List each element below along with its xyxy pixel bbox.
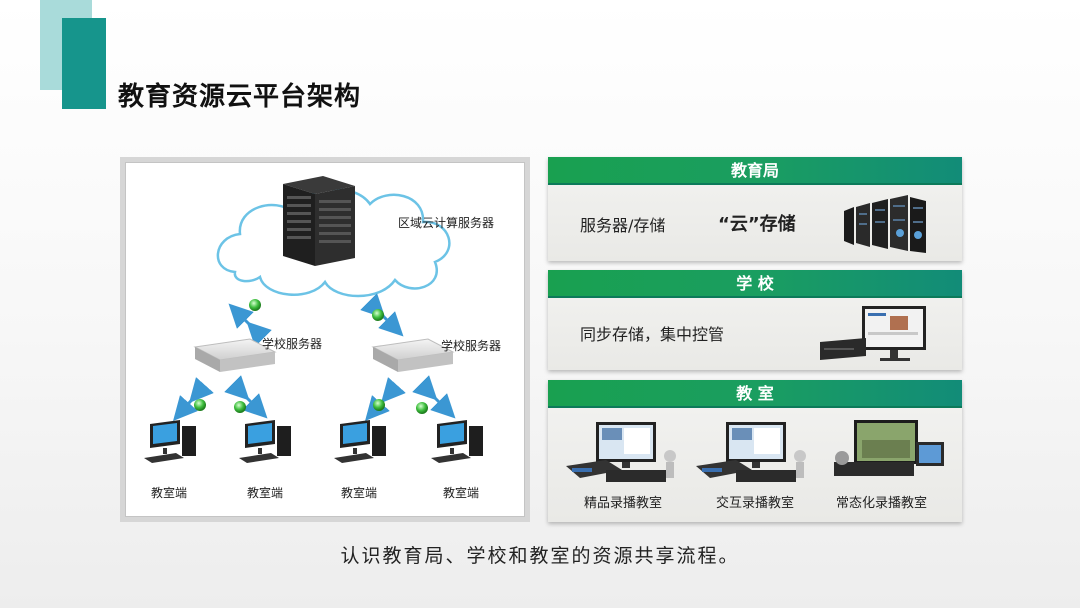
architecture-diagram: 区域云计算服务器 学校服务器 学校服务器 教室端 教室端 教室端 教室端: [120, 157, 530, 522]
regular-recording-device-icon: [834, 420, 944, 476]
panel-bureau: 教育局 服务器/存储 “云”存储: [548, 157, 962, 261]
classroom-label: 教室端: [247, 486, 284, 500]
classroom-item-label: 交互录播教室: [716, 496, 795, 511]
school-server-monitor-icon: [820, 306, 926, 361]
classroom-item-label: 精品录播教室: [584, 496, 663, 511]
footer-caption: 认识教育局、学校和教室的资源共享流程。: [340, 545, 740, 567]
title-decoration-dark: [62, 18, 106, 109]
classroom-label: 教室端: [341, 486, 378, 500]
school-server-left-icon: [193, 338, 277, 372]
classroom-label: 教室端: [151, 486, 188, 500]
panel-school: 学 校 同步存储，集中控管: [548, 270, 962, 370]
interactive-recording-device-icon: [696, 422, 806, 482]
page-title: 教育资源云平台架构: [118, 82, 362, 112]
classroom-pc-icons: [144, 420, 483, 463]
panel-classroom-header: 教 室: [548, 380, 962, 408]
bureau-emphasis: “云”存储: [718, 214, 796, 235]
panel-school-header: 学 校: [548, 270, 962, 298]
diagram-graphics: [144, 176, 483, 463]
connection-node-icons: [194, 299, 428, 414]
cloud-server-icon: [283, 176, 355, 266]
school-text: 同步存储，集中控管: [580, 325, 725, 344]
school-server-right-label: 学校服务器: [441, 339, 502, 353]
connection-arrows: [173, 293, 456, 421]
quality-recording-device-icon: [566, 422, 676, 482]
school-server-left-label: 学校服务器: [262, 337, 323, 351]
server-rack-icon: [844, 195, 926, 253]
classroom-item-label: 常态化录播教室: [836, 496, 928, 511]
bureau-text: 服务器/存储: [580, 216, 666, 235]
school-server-right-icon: [371, 338, 455, 372]
classroom-label: 教室端: [443, 486, 480, 500]
panel-bureau-header: 教育局: [548, 157, 962, 185]
cloud-server-label: 区域云计算服务器: [398, 216, 495, 230]
panel-classroom: 教 室: [548, 380, 962, 522]
